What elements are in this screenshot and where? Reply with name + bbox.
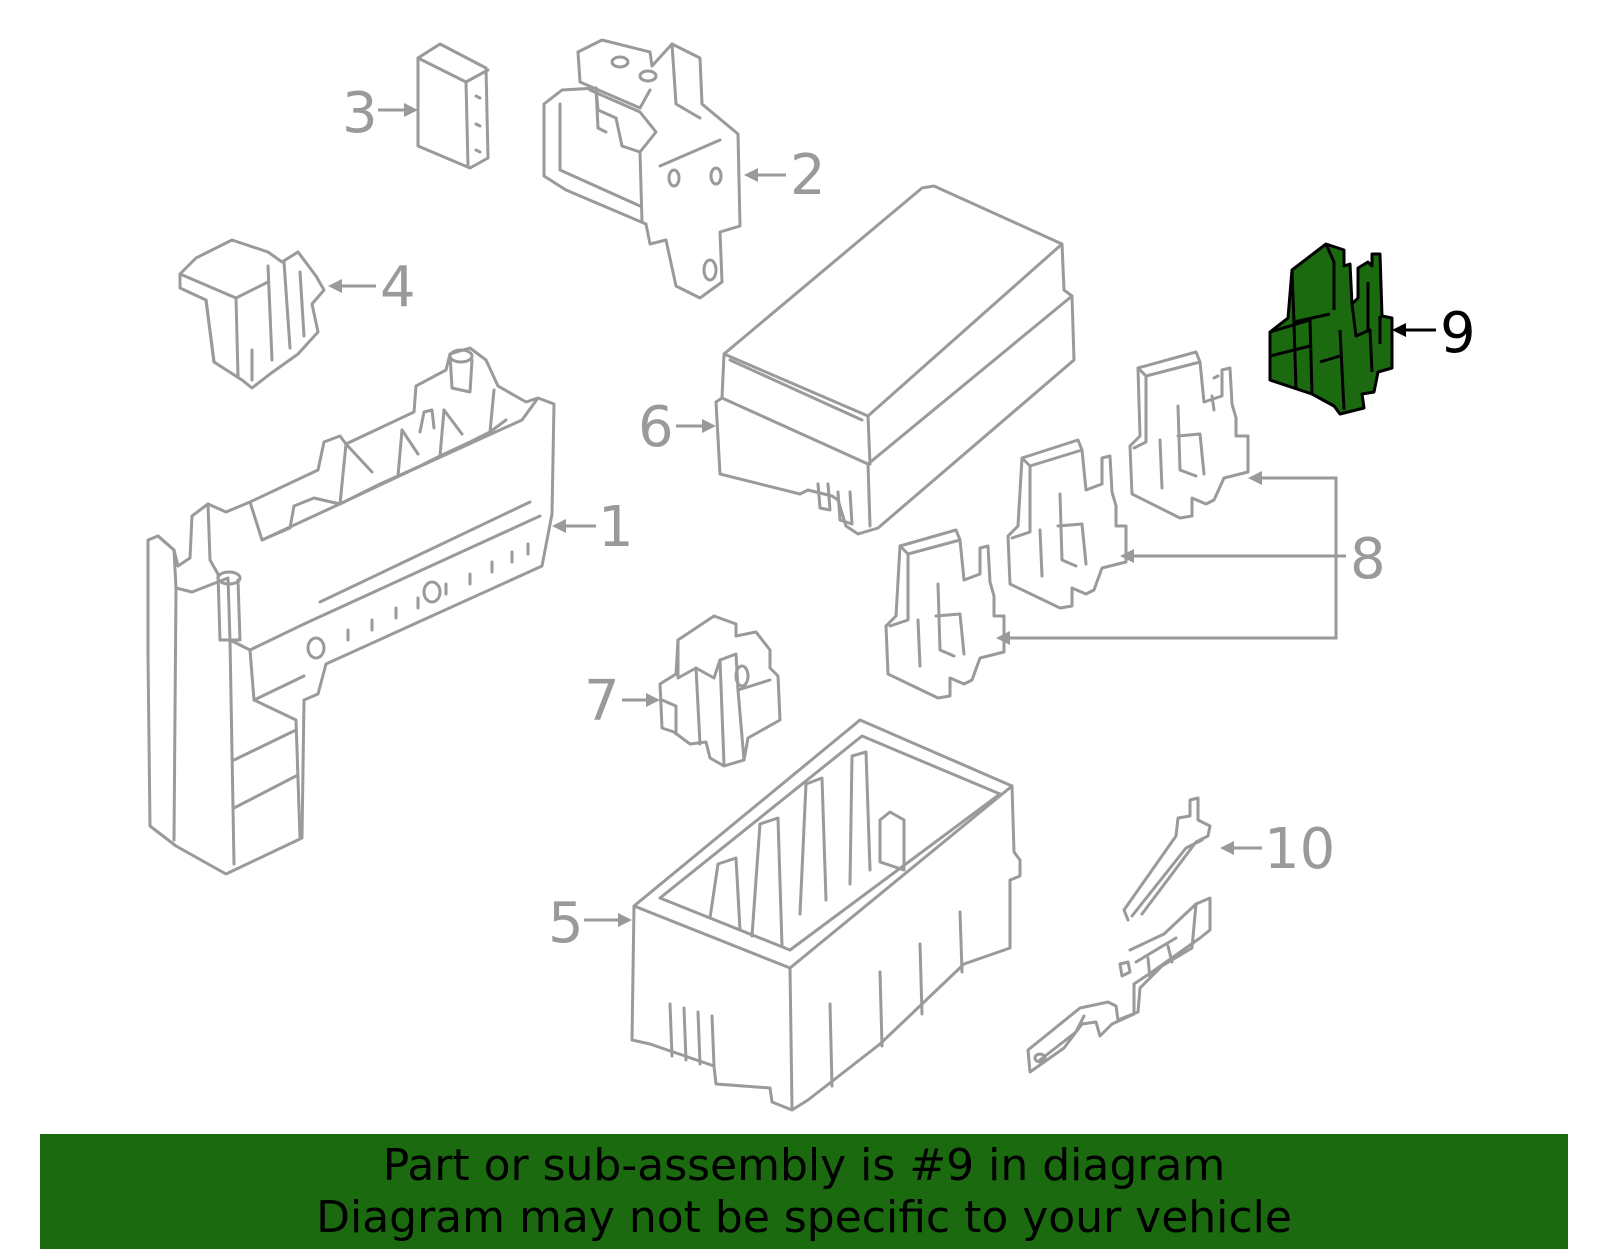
callout-2: 2 [744, 143, 826, 208]
callout-label-4: 4 [380, 255, 416, 320]
part-4-drawing [178, 238, 326, 390]
callout-10: 10 [1220, 817, 1335, 882]
info-banner: Part or sub-assembly is #9 in diagram Di… [40, 1134, 1568, 1249]
callout-label-9: 9 [1440, 301, 1476, 366]
callout-label-5: 5 [548, 891, 584, 956]
part-5-drawing [630, 718, 1022, 1112]
part-1-drawing [146, 346, 556, 876]
callout-5: 5 [548, 891, 632, 956]
callout-3: 3 [342, 81, 418, 146]
part-2-drawing [542, 38, 742, 300]
callout-label-1: 1 [598, 495, 634, 560]
callout-8: 8 [996, 471, 1386, 645]
callout-label-2: 2 [790, 143, 826, 208]
banner-line-1: Part or sub-assembly is #9 in diagram [382, 1140, 1226, 1191]
part-10-drawing [1026, 796, 1212, 1074]
callout-label-7: 7 [584, 669, 620, 734]
callout-1: 1 [552, 495, 634, 560]
callout-label-6: 6 [638, 395, 674, 460]
callout-6: 6 [638, 395, 716, 460]
callout-label-8: 8 [1350, 527, 1386, 592]
banner-line-2: Diagram may not be specific to your vehi… [316, 1192, 1292, 1243]
part-8-drawing [884, 350, 1250, 700]
part-7-drawing [658, 614, 782, 768]
callout-4: 4 [328, 255, 416, 320]
callout-7: 7 [584, 669, 660, 734]
callout-label-10: 10 [1264, 817, 1335, 882]
part-3-drawing [416, 42, 490, 170]
callout-9: 9 [1392, 301, 1476, 366]
callout-label-3: 3 [342, 81, 378, 146]
part-6-drawing [714, 184, 1076, 536]
part-9-drawing [1268, 242, 1394, 416]
